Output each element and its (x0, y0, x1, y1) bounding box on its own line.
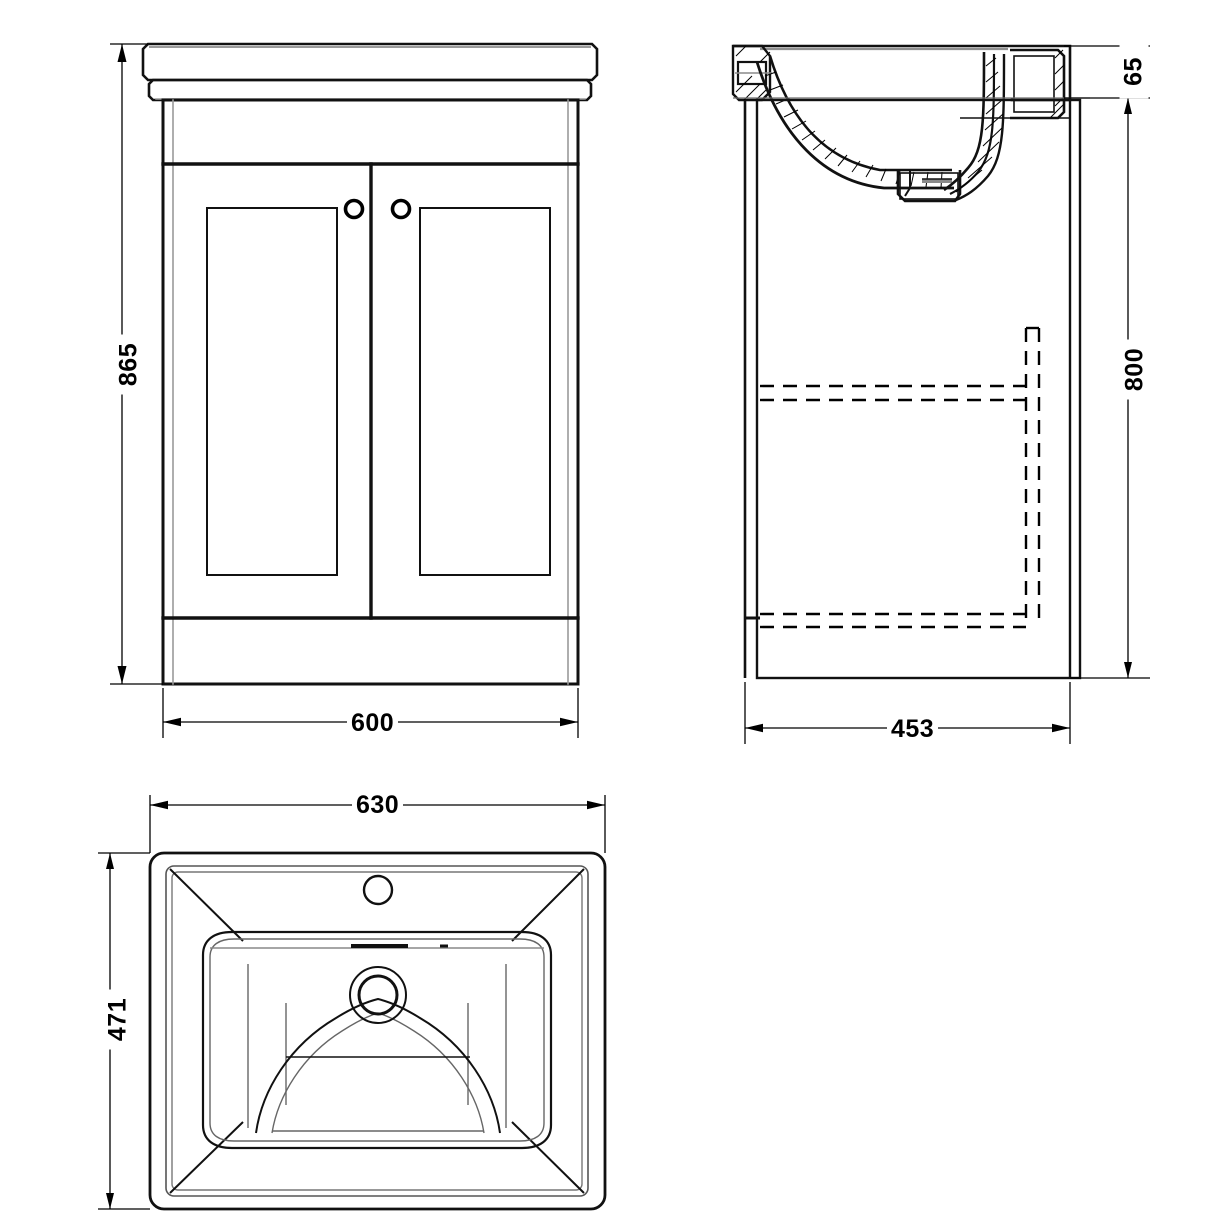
dim-471-arrow-top (106, 853, 114, 869)
plan-tap-hole (362, 874, 394, 906)
dim-453-arrow-right (1052, 723, 1070, 733)
plan-bowl-floor-flare (255, 998, 501, 1134)
plan-bowl-floor-flare-inner (271, 1012, 485, 1134)
countertop-lower-lip (147, 78, 593, 102)
right-door-panel (419, 207, 551, 576)
basin-right-upstand (1010, 48, 1066, 120)
basin-bowl-outer-curve (755, 61, 954, 190)
dim-630-arrow-right (587, 800, 605, 810)
top-plan-view (148, 851, 607, 1211)
dim-453-arrow-left (745, 723, 763, 733)
plan-basin-rim-inner-b (171, 871, 583, 1191)
plan-bowl-slope-lines (247, 964, 507, 1128)
countertop-top-slab (141, 42, 599, 82)
dim-label-865: 865 (114, 334, 144, 395)
basin-waste-bore (899, 172, 959, 200)
plan-rim-mitre-lines (169, 868, 585, 1194)
dim-label-65: 65 (1119, 44, 1149, 99)
dim-600-arrow-left (163, 717, 181, 727)
plan-waste-outlet-inner (357, 974, 399, 1016)
side-section-view (731, 44, 1090, 680)
left-door-knob-icon (343, 198, 365, 220)
basin-right-upstand-hatch (1049, 49, 1065, 119)
basin-front-wall-c (955, 53, 1006, 202)
dim-800-arrow-top (1124, 98, 1132, 114)
plan-waste-outlet-outer (349, 966, 407, 1024)
plan-bowl-outline-inner (209, 938, 545, 1142)
plan-bowl-outline (201, 930, 553, 1150)
plan-basin-outer-rim (148, 851, 607, 1211)
basin-front-wall-a (943, 51, 986, 192)
dim-label-800: 800 (1120, 339, 1150, 400)
dim-label-630: 630 (352, 791, 404, 820)
dim-label-471: 471 (103, 989, 133, 1050)
basin-waste-boss (904, 170, 911, 197)
basin-front-wall-hatch (955, 57, 1004, 193)
plan-basin-rim-inner-a (165, 865, 589, 1197)
cabinet-carcass (161, 98, 580, 686)
dim-865-arrow-top (117, 44, 127, 62)
dim-865-arrow-bot (117, 666, 127, 684)
side-internal-hidden-lines (760, 326, 1041, 629)
left-door-panel (206, 207, 338, 576)
side-cabinet-body (755, 98, 1082, 680)
dim-label-453: 453 (887, 715, 939, 744)
front-elevation-dimensions (110, 43, 579, 738)
basin-waste-outline (896, 170, 962, 203)
dim-600-arrow-right (560, 717, 578, 727)
dim-800-arrow-bot (1124, 662, 1132, 678)
dim-630-arrow-left (150, 800, 168, 810)
dim-label-600: 600 (347, 709, 399, 738)
front-elevation-view (141, 42, 599, 686)
basin-right-upstand-inner (1013, 55, 1055, 113)
right-door-knob-icon (390, 198, 412, 220)
basin-rear-tap-block (731, 44, 772, 102)
dim-471-arrow-bot (106, 1193, 114, 1209)
basin-bowl-inner-curve (768, 55, 952, 172)
